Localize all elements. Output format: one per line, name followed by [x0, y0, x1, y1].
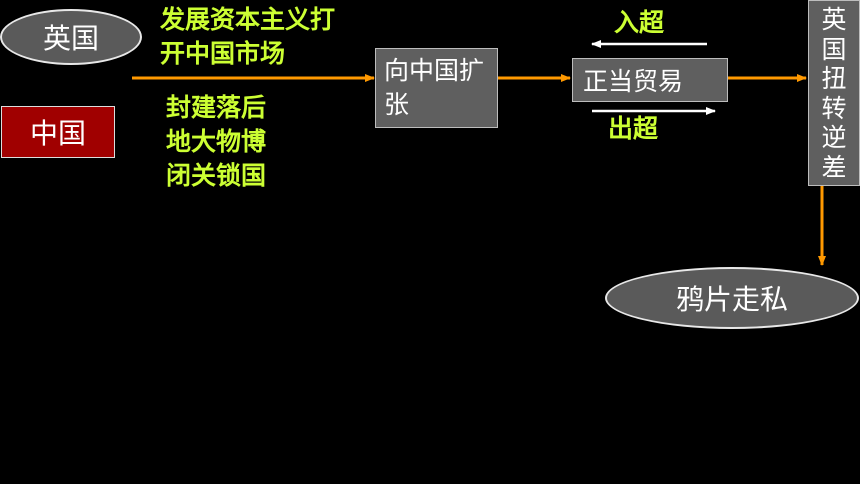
reverse-deficit-char: 差 [821, 152, 847, 182]
britain-label: 英国 [42, 22, 99, 55]
import-surplus-label: 入超 [614, 8, 665, 37]
reverse-deficit-char: 扭 [821, 64, 847, 93]
china-notes: 封建落后 地大物博 闭关锁国 [166, 91, 266, 193]
reverse-deficit-node: 英国扭转逆差 [808, 0, 860, 186]
normal-trade-label: 正当贸易 [583, 67, 684, 96]
reverse-deficit-label: 英国扭转逆差 [809, 5, 859, 182]
reverse-deficit-char: 转 [821, 93, 847, 123]
china-label: 中国 [29, 117, 86, 150]
britain-note-line: 开中国市场 [160, 39, 286, 68]
reverse-deficit-char: 国 [821, 34, 847, 64]
britain-notes: 发展资本主义打 开中国市场 [160, 3, 335, 71]
normal-trade-node: 正当贸易 [572, 58, 728, 102]
opium-node: 鸦片走私 [605, 267, 859, 329]
reverse-deficit-char: 英 [821, 5, 847, 34]
china-note-line: 地大物博 [166, 127, 267, 156]
china-node: 中国 [1, 106, 115, 158]
britain-node: 英国 [0, 9, 142, 65]
expand-label: 向中国扩张 [384, 56, 485, 119]
expand-node: 向中国扩张 [375, 48, 498, 128]
opium-label: 鸦片走私 [675, 283, 788, 316]
reverse-deficit-char: 逆 [821, 123, 847, 152]
china-note-line: 封建落后 [166, 93, 267, 122]
china-note-line: 闭关锁国 [166, 161, 267, 190]
export-surplus-label: 出超 [608, 114, 659, 143]
britain-note-line: 发展资本主义打 [160, 5, 336, 34]
